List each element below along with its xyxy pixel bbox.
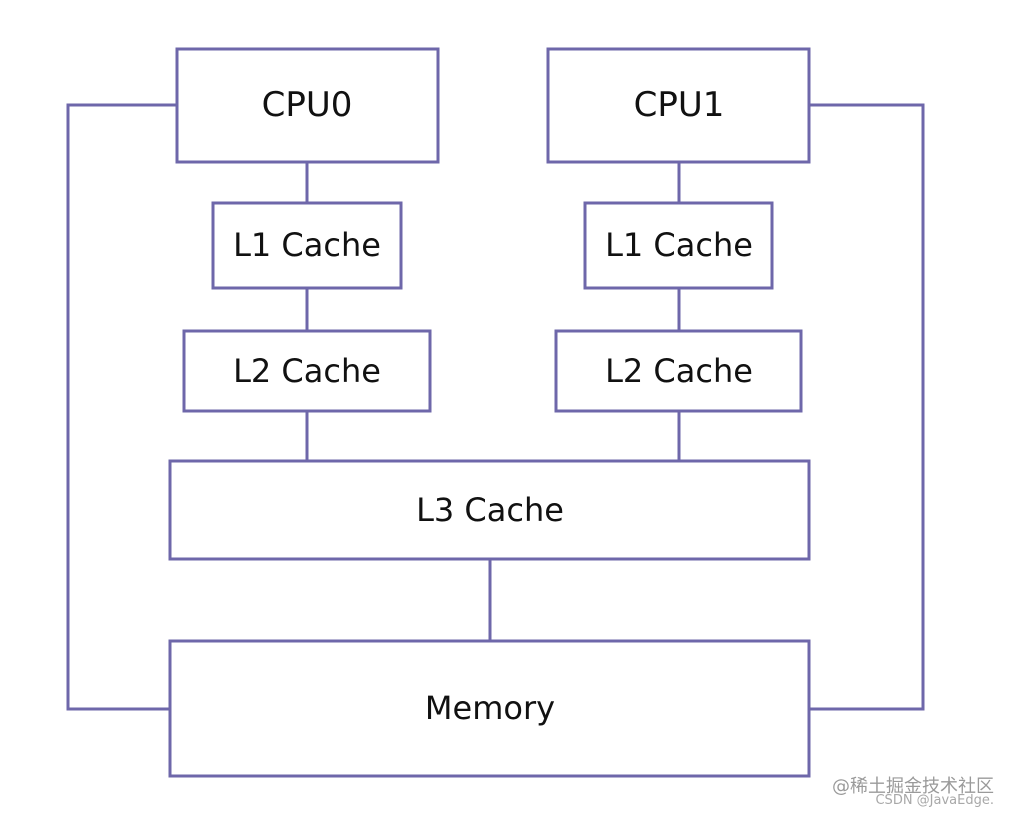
memory-box: Memory: [168, 639, 811, 778]
l2-cache-right-box: L2 Cache: [554, 329, 803, 413]
l2-cache-right-label: L2 Cache: [605, 352, 753, 390]
cpu0-box: CPU0: [175, 47, 440, 164]
cpu1-box: CPU1: [546, 47, 811, 164]
watermark-juejin: @稀土掘金技术社区: [832, 776, 994, 797]
connector-cpu1-memory: [809, 103, 925, 711]
connector-cpu0-memory: [66, 103, 177, 711]
l1-cache-right-label: L1 Cache: [605, 226, 753, 264]
l3-cache-box: L3 Cache: [168, 459, 811, 561]
l1-cache-right-box: L1 Cache: [583, 201, 774, 290]
cpu1-label: CPU1: [634, 85, 725, 125]
l2-cache-left-label: L2 Cache: [233, 352, 381, 390]
cpu0-label: CPU0: [262, 85, 353, 125]
l3-cache-label: L3 Cache: [416, 491, 564, 529]
watermark-csdn: CSDN @JavaEdge.: [875, 793, 994, 808]
l1-cache-left-box: L1 Cache: [211, 201, 403, 290]
l2-cache-left-box: L2 Cache: [182, 329, 432, 413]
memory-label: Memory: [425, 689, 555, 727]
l1-cache-left-label: L1 Cache: [233, 226, 381, 264]
